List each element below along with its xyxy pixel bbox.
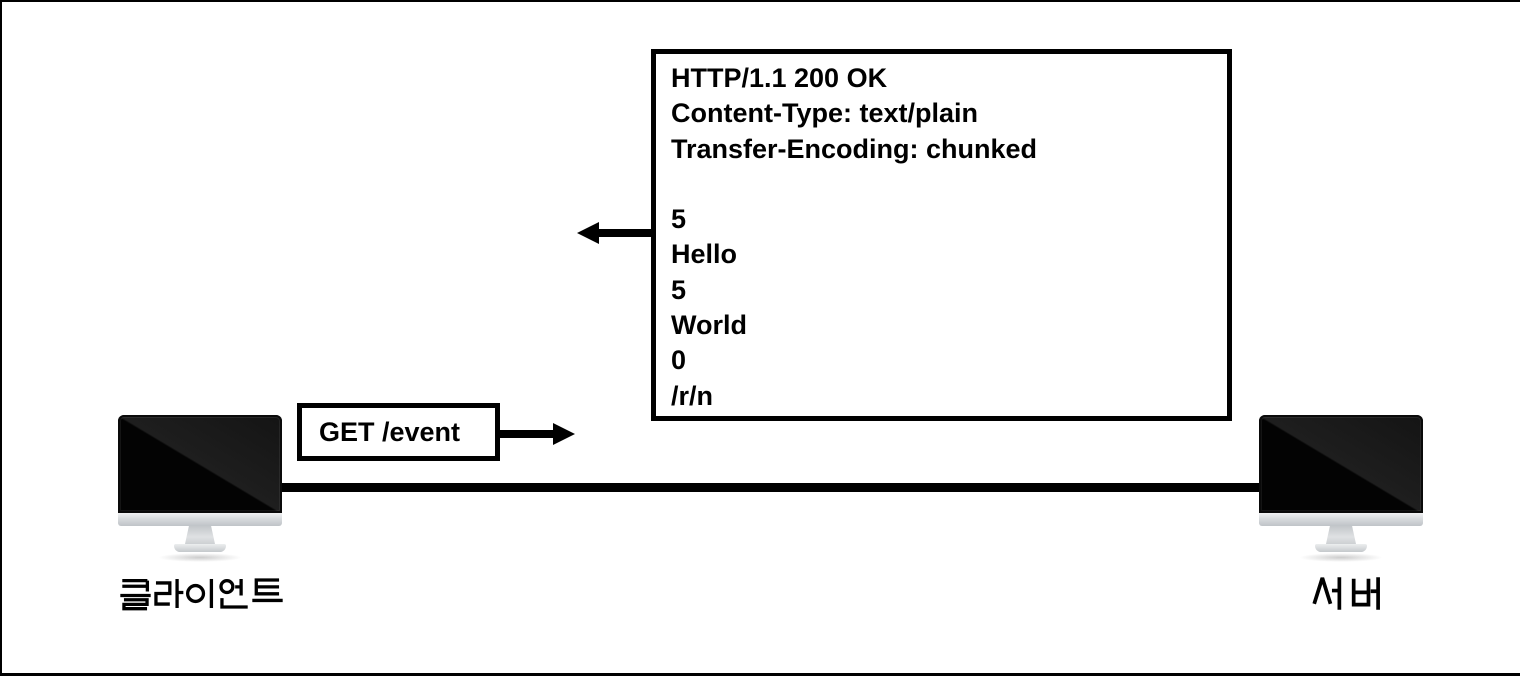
response-chunk-data: World: [671, 310, 747, 341]
frame-left-border: [0, 0, 2, 675]
response-status-line: HTTP/1.1 200 OK: [671, 63, 888, 93]
right-arrow-icon: [553, 423, 575, 445]
request-box: GET /event: [297, 403, 500, 461]
server-computer-icon: [1259, 415, 1423, 563]
hangul-glyph-i: [185, 578, 214, 609]
monitor-screen: [118, 415, 282, 513]
server-label: [1310, 575, 1386, 612]
frame-top-border: [0, 0, 1520, 2]
monitor-base: [174, 544, 226, 552]
monitor-shadow: [1299, 553, 1383, 562]
frame-bottom-border: [0, 673, 1520, 676]
response-header-content-type: Content-Type: text/plain: [671, 98, 978, 129]
response-crlf: /r/n: [671, 380, 714, 411]
response-chunk-size: 5: [671, 274, 687, 305]
response-chunk-size: 5: [671, 204, 687, 235]
monitor-chin: [1259, 513, 1423, 526]
request-arrow-shaft: [500, 430, 554, 438]
monitor-screen: [1259, 415, 1423, 513]
hangul-glyph-seo: [1312, 577, 1342, 610]
client-computer-icon: [118, 415, 282, 563]
hangul-glyph-teu: [252, 578, 283, 603]
left-arrow-icon: [577, 222, 599, 244]
response-header-transfer-encoding: Transfer-Encoding: chunked: [671, 133, 1038, 164]
response-chunk-data: Hello: [671, 239, 738, 270]
hangul-glyph-eon: [219, 578, 248, 609]
client-label: [119, 575, 284, 612]
monitor-stand: [185, 526, 215, 544]
response-arrow-shaft: [598, 229, 653, 237]
monitor-stand: [1326, 526, 1356, 544]
monitor-chin: [118, 513, 282, 526]
request-label: GET /event: [319, 416, 461, 447]
response-message-box: HTTP/1.1 200 OK Content-Type: text/plain…: [651, 49, 1232, 421]
hangul-glyph-beo: [1351, 577, 1380, 610]
response-chunk-terminator: 0: [671, 345, 687, 376]
monitor-base: [1315, 544, 1367, 552]
monitor-shadow: [158, 553, 242, 562]
response-blank-line: [671, 167, 1217, 202]
hangul-glyph-ra: [154, 578, 184, 609]
network-connection-line: [275, 483, 1270, 492]
hangul-glyph-keul: [120, 578, 151, 611]
